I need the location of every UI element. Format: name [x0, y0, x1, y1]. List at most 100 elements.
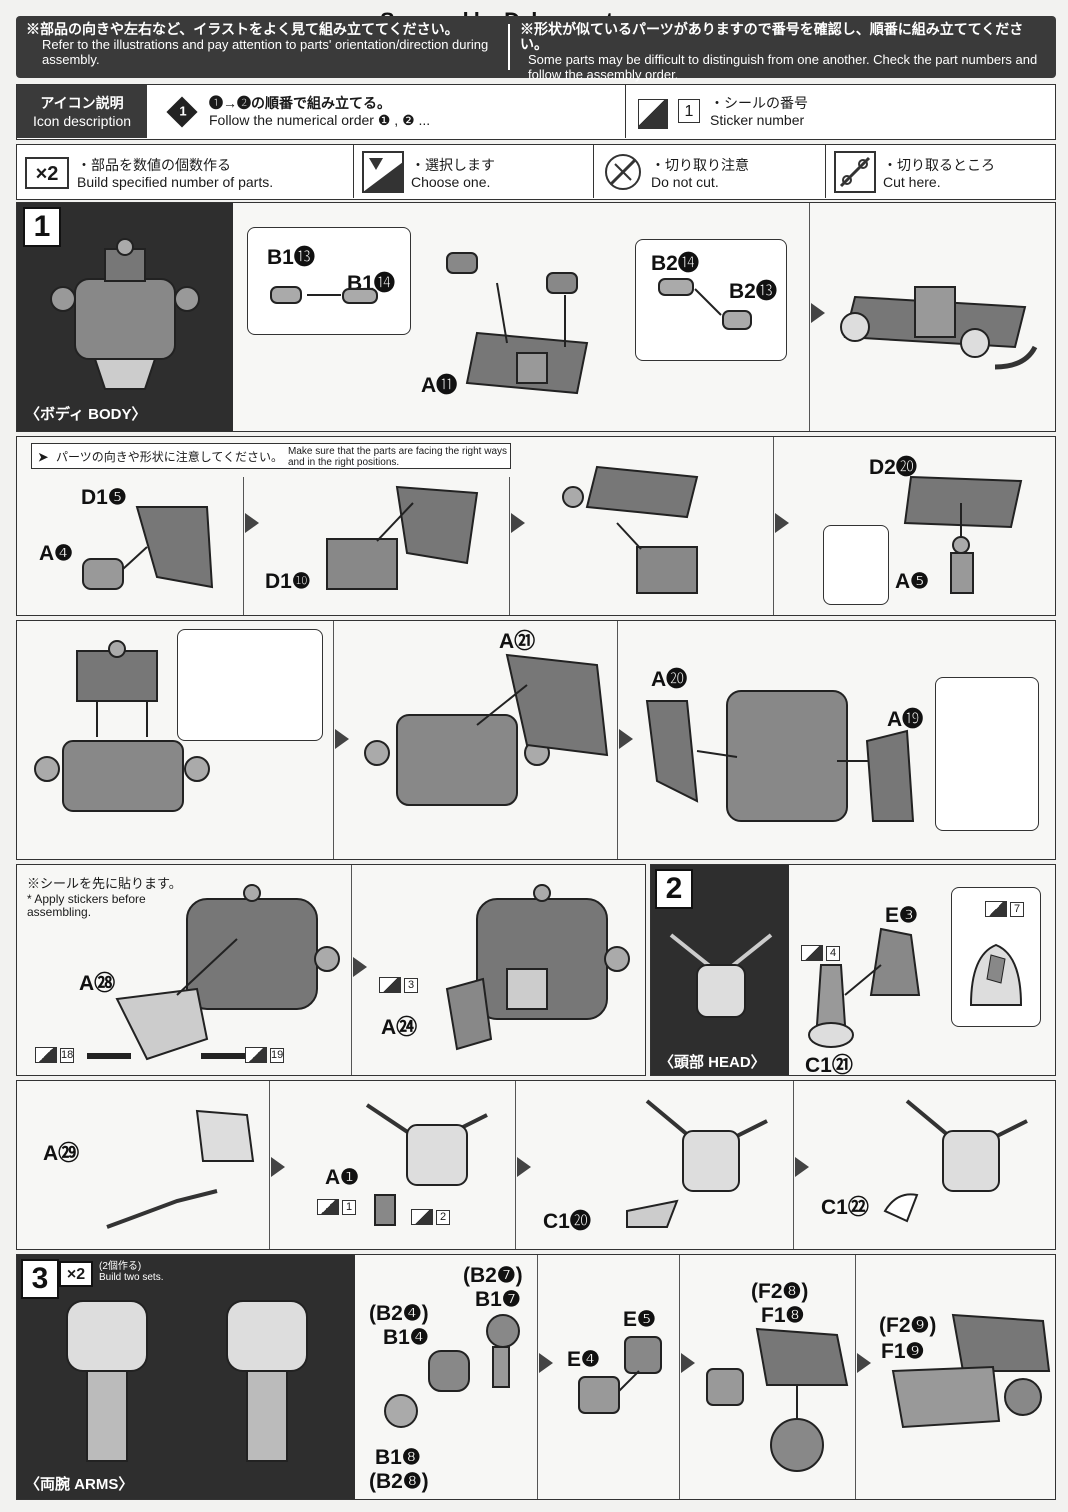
- step3-divider-3: [855, 1255, 856, 1499]
- row3-inset: [177, 629, 323, 741]
- nocut-text: ・切り取り注意 Do not cut.: [651, 157, 749, 191]
- part-f2-9: (F2❾): [879, 1314, 937, 1337]
- b2-parts-icon: [658, 278, 752, 330]
- sticker-en: Sticker number: [710, 112, 805, 128]
- sticker-number-box: 1: [678, 99, 700, 123]
- part-f1-8: F1❽: [761, 1304, 805, 1327]
- header-left-en: Refer to the illustrations and pay atten…: [42, 37, 489, 67]
- part-e3: E❸: [885, 904, 918, 927]
- step1-divider: [809, 203, 810, 431]
- part-b2-8: (B2❽): [369, 1470, 429, 1493]
- b1-parts-icon: [270, 286, 378, 304]
- sticker-number-7: 7: [1010, 901, 1024, 917]
- sticker-2: 2: [411, 1209, 450, 1225]
- a21-assembly-icon: [364, 653, 609, 806]
- cut-text: ・切り取るところ Cut here.: [883, 157, 995, 191]
- sticker-icon-7: [985, 901, 1007, 917]
- sticker-strip-right: [201, 1053, 247, 1059]
- step1-result-icon: [840, 286, 1038, 370]
- sticker-3: 3: [379, 977, 418, 993]
- a5-inset: [823, 525, 889, 605]
- x2-text: ・部品を数値の個数作る Build specified number of pa…: [77, 157, 273, 191]
- no-cut-icon: [605, 154, 641, 190]
- nocut-en: Do not cut.: [651, 174, 719, 190]
- part-a1: A❶: [325, 1166, 359, 1189]
- part-d1-10: D1❿: [265, 570, 311, 593]
- caution-arrow-icon: ➤: [38, 450, 49, 464]
- part-f1-9: F1❾: [881, 1340, 925, 1363]
- instruction-header: ※部品の向きや左右など、イラストをよく見て組み立ててください。 Refer to…: [16, 16, 1056, 82]
- part-a19: A⓳: [887, 708, 924, 731]
- step3-x2-note: (2個作る) Build two sets.: [99, 1261, 163, 1283]
- part-a28: A㉘: [79, 972, 116, 995]
- next-arrow-icon-10: [795, 1157, 809, 1177]
- step3-x2-en: Build two sets.: [99, 1272, 164, 1283]
- step2-caption: 〈頭部 HEAD〉: [659, 1054, 766, 1071]
- next-arrow-icon-8: [271, 1157, 285, 1177]
- sticker-icon-1: [317, 1199, 339, 1215]
- f-parts-assembly-icon: [706, 1327, 849, 1472]
- step1-row1: 1 〈ボディ BODY〉 B1⓭ B1⓮ A⓫ B2⓮ B2⓭: [16, 202, 1056, 432]
- part-b2-7: (B2❼): [463, 1264, 523, 1287]
- part-b2-13: B2⓭: [729, 280, 777, 303]
- part-a24: A㉔: [381, 1016, 418, 1039]
- cut-jp: ・切り取るところ: [883, 157, 995, 173]
- caution-jp: パーツの向きや形状に注意してください。: [56, 450, 284, 464]
- step3-illustration: 3 ×2 (2個作る) Build two sets. 〈両腕 ARMS〉: [17, 1255, 355, 1499]
- sticker-icon-4: [801, 945, 823, 961]
- part-a5: A❺: [895, 570, 929, 593]
- part-e5: E❺: [623, 1308, 656, 1331]
- sticker-number-18: 18: [60, 1047, 74, 1063]
- cut-here-icon: [834, 151, 876, 193]
- f-final-assembly-icon: [891, 1313, 1051, 1429]
- step3-divider-2: [679, 1255, 680, 1499]
- next-arrow-icon-6: [619, 729, 633, 749]
- order-badge-icon: 1: [166, 96, 198, 128]
- sticker-icon-19: [245, 1047, 267, 1063]
- apply-sticker-en: * Apply stickers before assembling.: [27, 892, 146, 919]
- row2-head-divider-1: [269, 1081, 270, 1249]
- part-b1-7: B1❼: [475, 1288, 521, 1311]
- row2-divider-1: [243, 477, 244, 615]
- nocut-cell: ・切り取り注意 Do not cut.: [593, 145, 826, 198]
- sticker-number-1: 1: [342, 1199, 356, 1215]
- cut-en: Cut here.: [883, 174, 941, 190]
- row2-divider-3: [773, 437, 774, 615]
- b-parts-assembly-icon: [384, 1314, 520, 1428]
- row4-divider: [351, 865, 352, 1075]
- row2-divider-2: [509, 477, 510, 615]
- caution-en: Make sure that the parts are facing the …: [288, 446, 507, 468]
- step2-number: 2: [655, 869, 693, 909]
- c1-22-assembly-icon: [883, 1099, 1028, 1223]
- a28-assembly-icon: [115, 884, 340, 1061]
- d1-assembly-icon: [82, 506, 214, 590]
- cut-cell: ・切り取るところ Cut here.: [825, 145, 1055, 198]
- step1-inset-left: [247, 227, 411, 335]
- row3-divider-1: [333, 621, 334, 859]
- part-a11: A⓫: [421, 374, 458, 397]
- step1-row2: ➤ パーツの向きや形状に注意してください。 Make sure that the…: [16, 436, 1056, 616]
- order-text: ❶→❷の順番で組み立てる。 Follow the numerical order…: [209, 95, 430, 129]
- part-a21: A㉑: [499, 630, 536, 653]
- next-arrow-icon-2: [245, 513, 259, 533]
- step2-row2: A㉙ A❶ 1 2 C1⓴ C1㉒: [16, 1080, 1056, 1250]
- sticker-number-2: 2: [436, 1209, 450, 1225]
- a29-assembly-icon: [106, 1109, 255, 1229]
- next-arrow-icon-3: [511, 513, 525, 533]
- c1-20-assembly-icon: [626, 1099, 768, 1228]
- sticker-1: 1: [317, 1199, 356, 1215]
- step2-illustration: 2 〈頭部 HEAD〉: [651, 865, 789, 1075]
- header-left-jp: ※部品の向きや左右など、イラストをよく見て組み立ててください。: [26, 21, 459, 37]
- torso-lower-icon: [34, 640, 210, 812]
- row3-divider-2: [617, 621, 618, 859]
- sticker-4: 4: [801, 945, 840, 961]
- part-a29: A㉙: [43, 1142, 80, 1165]
- d1-10-assembly-icon: [326, 485, 479, 590]
- step1-illustration: 1 〈ボディ BODY〉: [17, 203, 233, 431]
- step3-row: 3 ×2 (2個作る) Build two sets. 〈両腕 ARMS〉 (B…: [16, 1254, 1056, 1500]
- part-b1-4: B1❹: [383, 1326, 429, 1349]
- part-f2-8: (F2❽): [751, 1280, 809, 1303]
- choose-icon: [362, 151, 404, 193]
- x2-cell: ×2 ・部品を数値の個数作る Build specified number of…: [17, 145, 354, 198]
- next-arrow-icon-11: [539, 1353, 553, 1373]
